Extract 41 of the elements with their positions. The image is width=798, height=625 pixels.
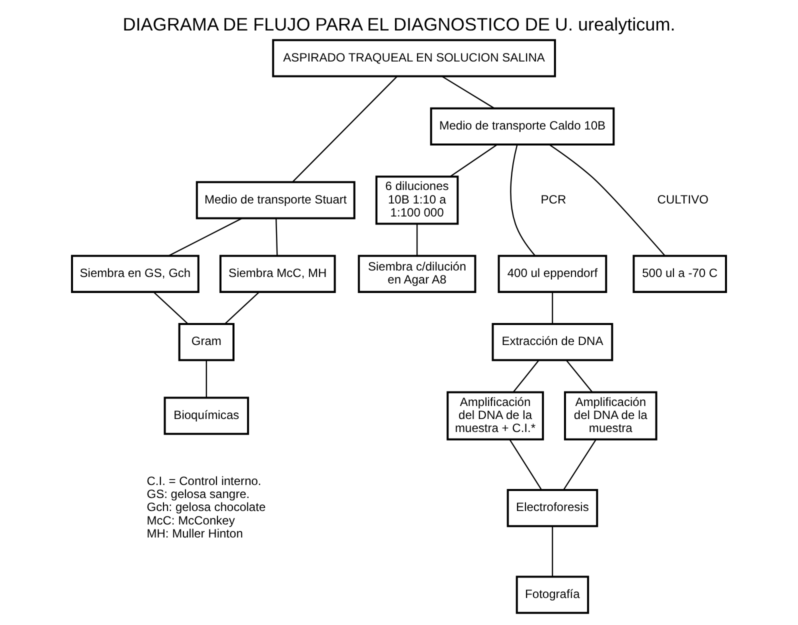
connector — [510, 144, 536, 256]
node-box: Electroforesis — [506, 489, 598, 528]
node-box: 400 ul eppendorf — [498, 254, 608, 293]
connector — [562, 439, 596, 490]
node-box: Extracción de DNA — [492, 323, 614, 362]
node-box: Siembra c/dilución en Agar A8 — [358, 254, 476, 293]
connector — [548, 144, 666, 256]
node-box: Medio de transporte Stuart — [196, 181, 356, 220]
connector — [292, 76, 398, 182]
node-box: ASPIRADO TRAQUEAL EN SOLUCION SALINA — [272, 39, 556, 78]
connector — [552, 292, 554, 324]
label: McC: McConkey — [146, 513, 235, 528]
node-box: Bioquímicas — [164, 396, 250, 435]
label: Gch: gelosa chocolate — [146, 500, 266, 514]
label: CULTIVO — [657, 192, 708, 206]
connector — [442, 76, 495, 109]
connector — [509, 439, 542, 490]
diagram-title: DIAGRAMA DE FLUJO PARA EL DIAGNOSTICO DE U. urealyticum. — [122, 14, 676, 35]
connector — [206, 360, 208, 398]
label: MH: Muller Hinton — [146, 526, 243, 540]
connector — [224, 292, 260, 324]
node-box: 500 ul a -70 C — [632, 254, 727, 293]
connector — [566, 360, 593, 393]
connector — [416, 224, 418, 256]
node-box: Gram — [178, 323, 234, 362]
label: C.I. = Control interno. — [146, 474, 262, 488]
node-box: Amplificación del DNA de la muestra — [564, 391, 658, 440]
connector — [450, 144, 498, 177]
node-box: Siembra en GS, Gch — [71, 254, 200, 293]
node-box: 6 diluciones 10B 1:10 a 1:100 000 — [375, 176, 459, 225]
node-box: Medio de transporte Caldo 10B — [430, 107, 615, 146]
label: PCR — [540, 192, 566, 206]
connector — [154, 292, 188, 324]
node-box: Amplificación del DNA de la muestra + C.I.* — [446, 391, 544, 440]
node-box: Fotografía — [516, 576, 590, 614]
connector — [512, 360, 540, 393]
label: GS: gelosa sangre. — [146, 487, 250, 502]
node-box: Siembra McC, MH — [219, 254, 336, 293]
connector — [552, 526, 554, 577]
connector — [276, 218, 278, 256]
connector — [168, 218, 242, 256]
